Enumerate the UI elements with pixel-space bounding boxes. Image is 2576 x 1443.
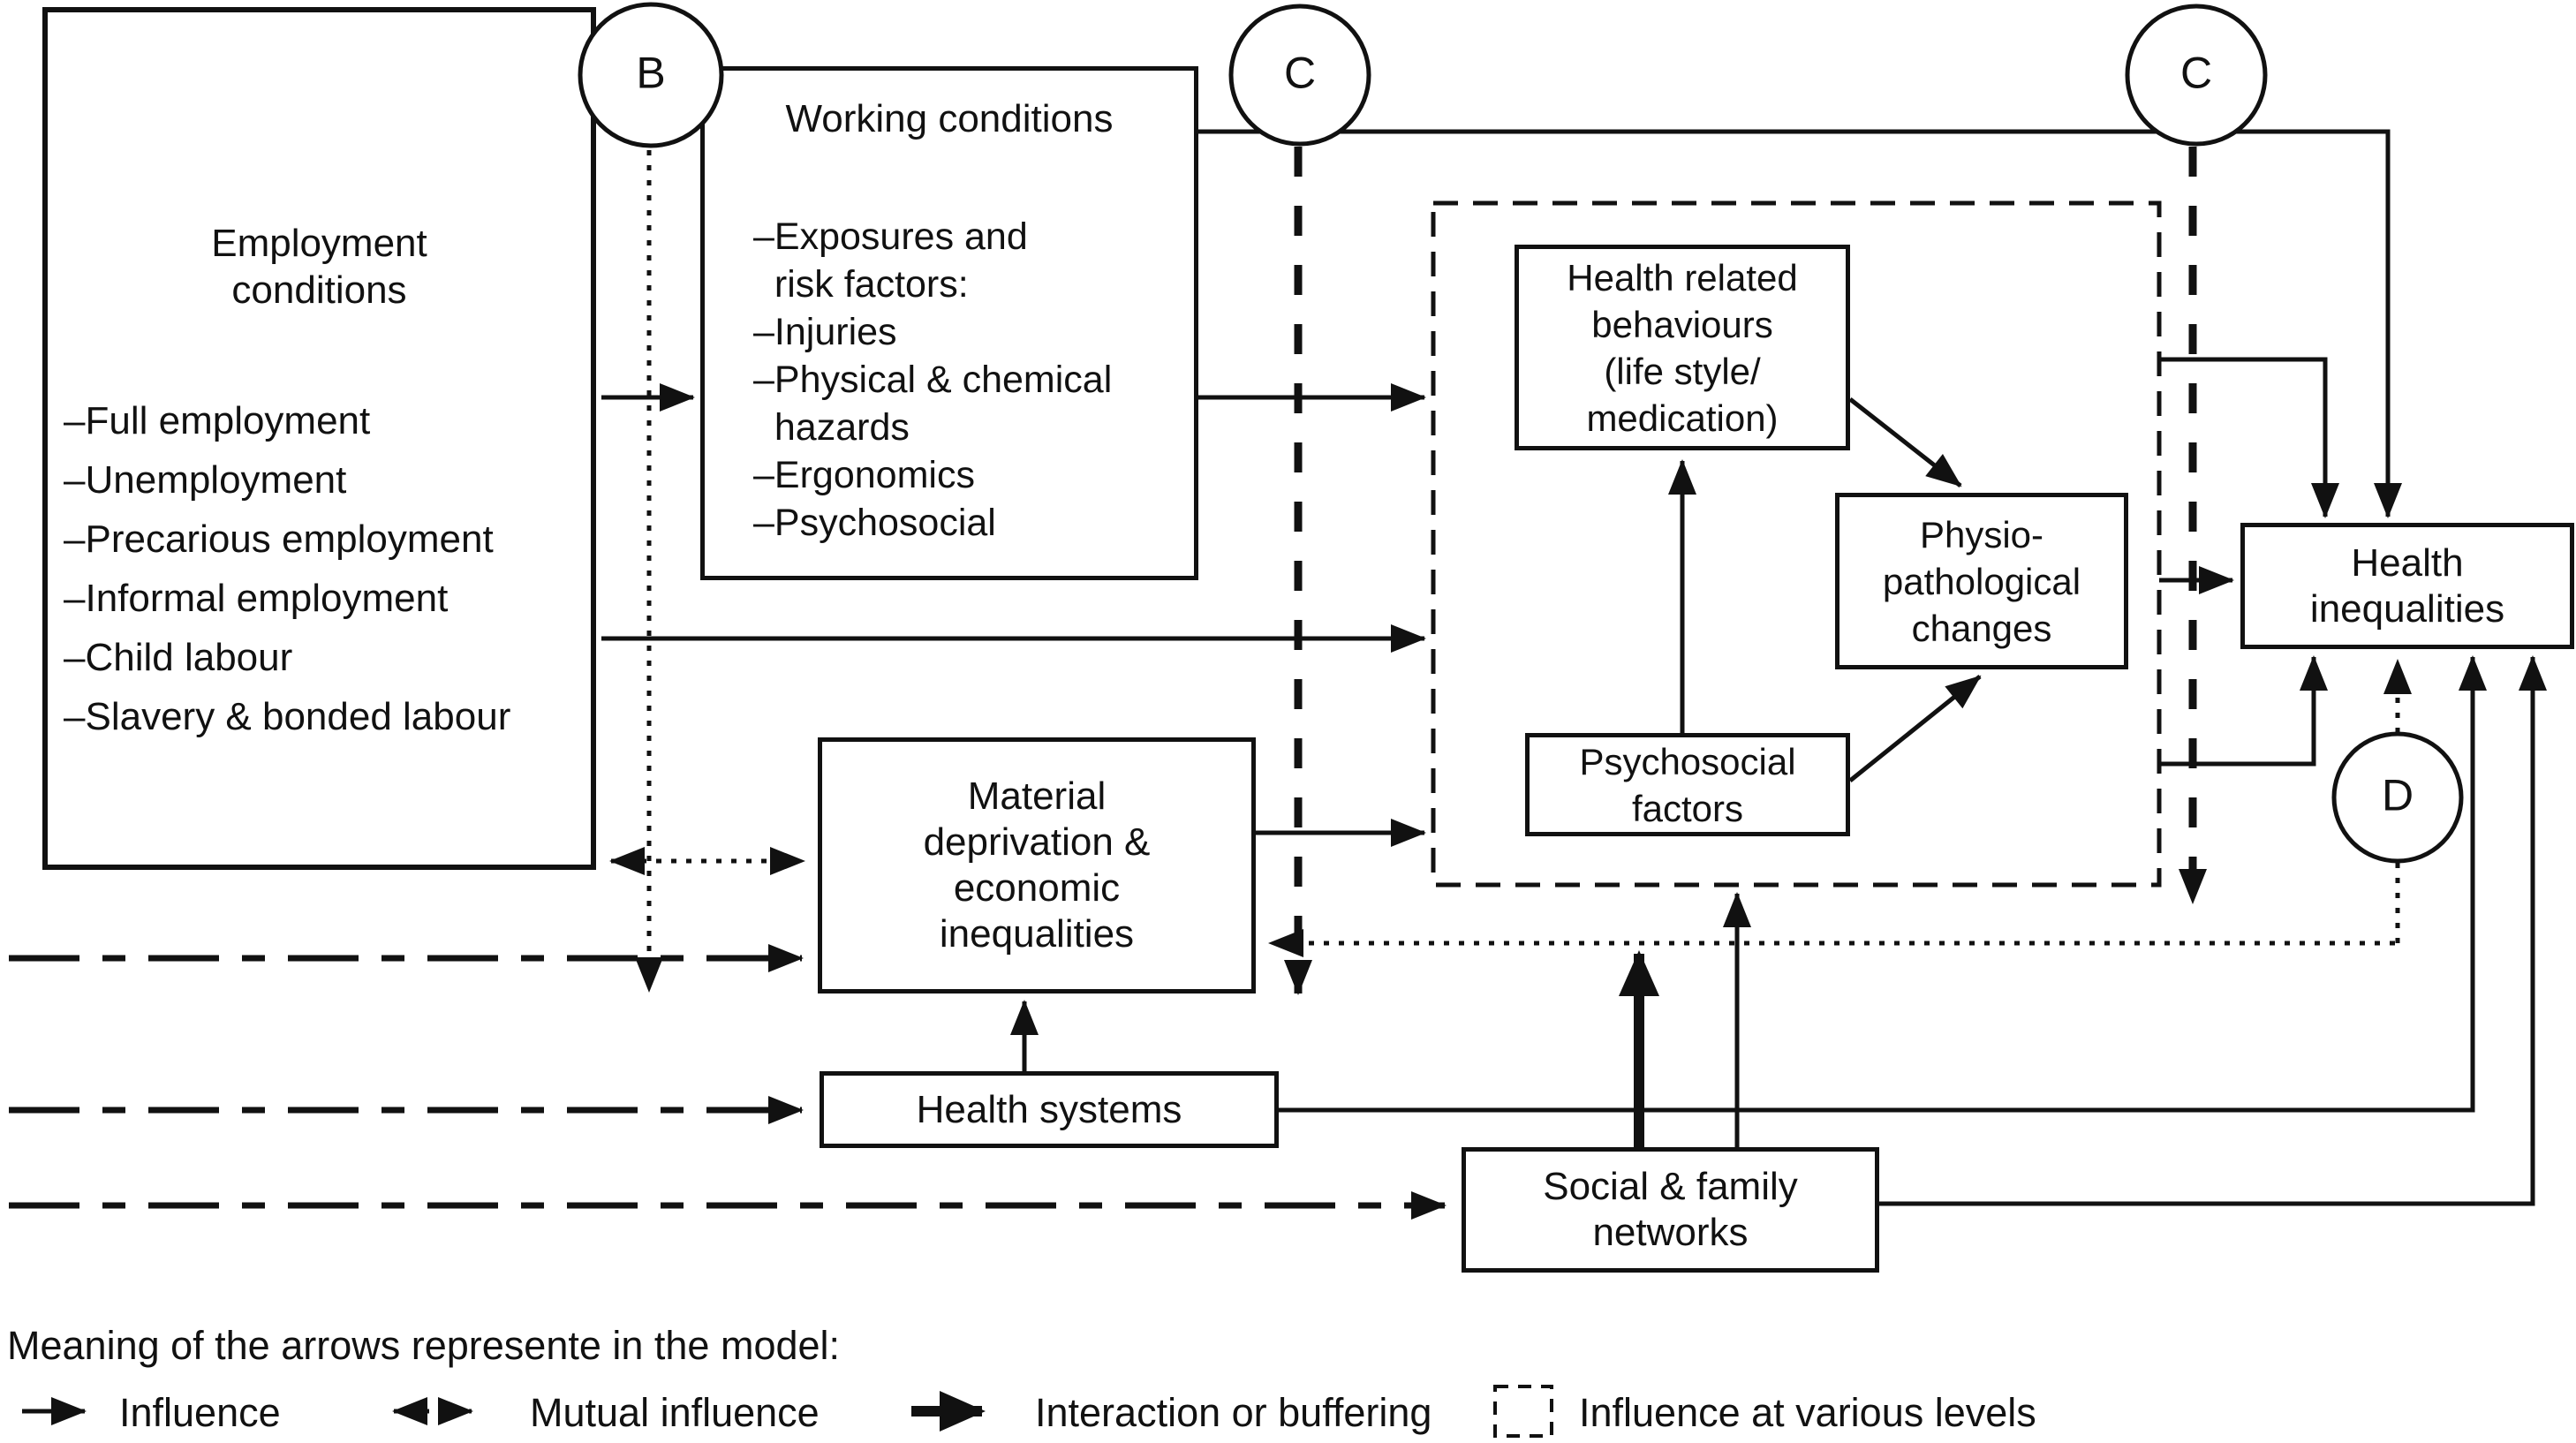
circle-b-label: B bbox=[636, 48, 666, 98]
employment-item: –Unemployment bbox=[64, 458, 347, 502]
legend-label-interaction: Interaction or buffering bbox=[1035, 1390, 1432, 1435]
employment-item: –Precarious employment bbox=[64, 518, 494, 561]
employment-item: –Full employment bbox=[64, 399, 371, 442]
working-item: –Physical & chemical bbox=[753, 359, 1113, 401]
employment-item: –Informal employment bbox=[64, 577, 449, 620]
node-social-family-networks: Social & family networks bbox=[1462, 1147, 1879, 1273]
working-conditions-list: –Exposures and risk factors: –Injuries –… bbox=[705, 213, 1194, 547]
legend-title: Meaning of the arrows represente in the … bbox=[7, 1323, 841, 1368]
node-employment-conditions: Employment conditions –Full employment –… bbox=[42, 7, 596, 870]
arrow-frame-to-health-inequalities-top bbox=[2159, 357, 2339, 518]
arrow-health-behaviours-to-physio bbox=[1848, 397, 1962, 487]
working-item: hazards bbox=[753, 406, 910, 449]
working-item: –Injuries bbox=[753, 311, 897, 353]
node-working-conditions: Working conditions –Exposures and risk f… bbox=[700, 66, 1198, 580]
employment-item: –Child labour bbox=[64, 636, 293, 679]
circle-c2-label: C bbox=[2179, 48, 2213, 98]
node-health-inequalities: Health inequalities bbox=[2240, 523, 2574, 649]
working-item: –Exposures and bbox=[753, 215, 1028, 258]
working-item: –Ergonomics bbox=[753, 454, 975, 496]
legend-label-multilevel: Influence at various levels bbox=[1579, 1390, 2036, 1435]
node-material-deprivation: Material deprivation & economic inequali… bbox=[818, 737, 1256, 993]
legend-label-mutual: Mutual influence bbox=[530, 1390, 820, 1435]
arrow-health-systems-to-health-inequalities bbox=[1279, 655, 2487, 1113]
employment-item: –Slavery & bonded labour bbox=[64, 695, 511, 738]
arrow-psychosocial-to-physio bbox=[1848, 675, 1982, 782]
working-conditions-title: Working conditions bbox=[785, 97, 1114, 140]
working-item: risk factors: bbox=[753, 263, 969, 306]
arrow-frame-to-health-inequalities-bottom bbox=[2159, 655, 2328, 767]
employment-conditions-list: –Full employment –Unemployment –Precario… bbox=[48, 391, 591, 746]
employment-conditions-title: Employment conditions bbox=[211, 222, 427, 312]
circle-d-label: D bbox=[2381, 770, 2414, 820]
circle-c1-label: C bbox=[1283, 48, 1317, 98]
node-psychosocial-factors: Psychosocial factors bbox=[1525, 733, 1850, 836]
node-health-related-behaviours: Health related behaviours (life style/ m… bbox=[1515, 245, 1850, 450]
legend-label-influence: Influence bbox=[119, 1390, 281, 1435]
dashed-box-icon bbox=[1493, 1385, 1553, 1438]
node-physio-pathological-changes: Physio- pathological changes bbox=[1835, 493, 2128, 669]
arrow-social-networks-to-health-inequalities bbox=[1879, 655, 2547, 1206]
node-health-systems: Health systems bbox=[820, 1071, 1279, 1148]
working-item: –Psychosocial bbox=[753, 502, 996, 544]
